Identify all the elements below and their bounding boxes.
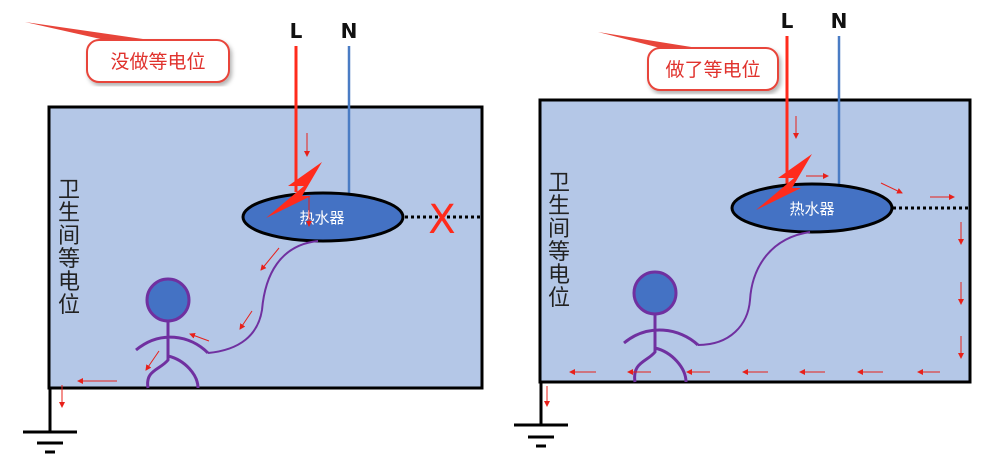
bathroom-room: [538, 98, 972, 384]
svg-text:位: 位: [548, 286, 570, 311]
ground-symbol-icon: [514, 382, 568, 448]
right-panel-with-equipotential: 做了等电位 卫 生 间 等 电 位 L N 热水器: [514, 9, 972, 448]
lightning-icon: [266, 162, 322, 218]
lightning-icon: [756, 154, 812, 210]
callout-with-equipotential: 做了等电位: [598, 32, 779, 91]
svg-text:生: 生: [548, 194, 570, 219]
live-label: L: [781, 9, 794, 33]
callout-no-equipotential: 没做等电位: [25, 22, 230, 83]
svg-text:电: 电: [58, 270, 80, 295]
current-arrows: [544, 116, 964, 407]
live-label: L: [290, 19, 303, 43]
svg-text:间: 间: [58, 224, 80, 249]
svg-text:电: 电: [548, 263, 570, 288]
svg-text:卫: 卫: [58, 178, 80, 203]
ground-symbol-icon: [23, 388, 77, 454]
water-heater-label: 热水器: [299, 209, 344, 227]
left-panel-no-equipotential: 没做等电位 卫 生 间 等 电 位 L N 热水器 X: [23, 19, 484, 454]
person-figure: [623, 270, 700, 383]
water-heater-label: 热水器: [789, 200, 834, 218]
room-label-vertical: 卫 生 间 等 电 位: [548, 171, 570, 311]
person-figure: [135, 277, 210, 389]
bathroom-room: [47, 105, 484, 390]
svg-text:等: 等: [548, 240, 570, 265]
svg-text:卫: 卫: [548, 171, 570, 196]
water-pipe: [207, 240, 319, 354]
water-pipe: [697, 231, 811, 346]
callout-text: 做了等电位: [665, 59, 760, 81]
neutral-label: N: [341, 19, 358, 43]
svg-text:生: 生: [58, 201, 80, 226]
water-heater: [730, 182, 894, 234]
svg-text:等: 等: [58, 247, 80, 272]
room-label-vertical: 卫 生 间 等 电 位: [58, 178, 80, 318]
current-arrows: [59, 133, 312, 408]
svg-text:位: 位: [58, 293, 80, 318]
callout-text: 没做等电位: [110, 51, 205, 73]
svg-text:间: 间: [548, 217, 570, 242]
cross-icon: X: [428, 197, 455, 243]
neutral-label: N: [831, 9, 848, 33]
